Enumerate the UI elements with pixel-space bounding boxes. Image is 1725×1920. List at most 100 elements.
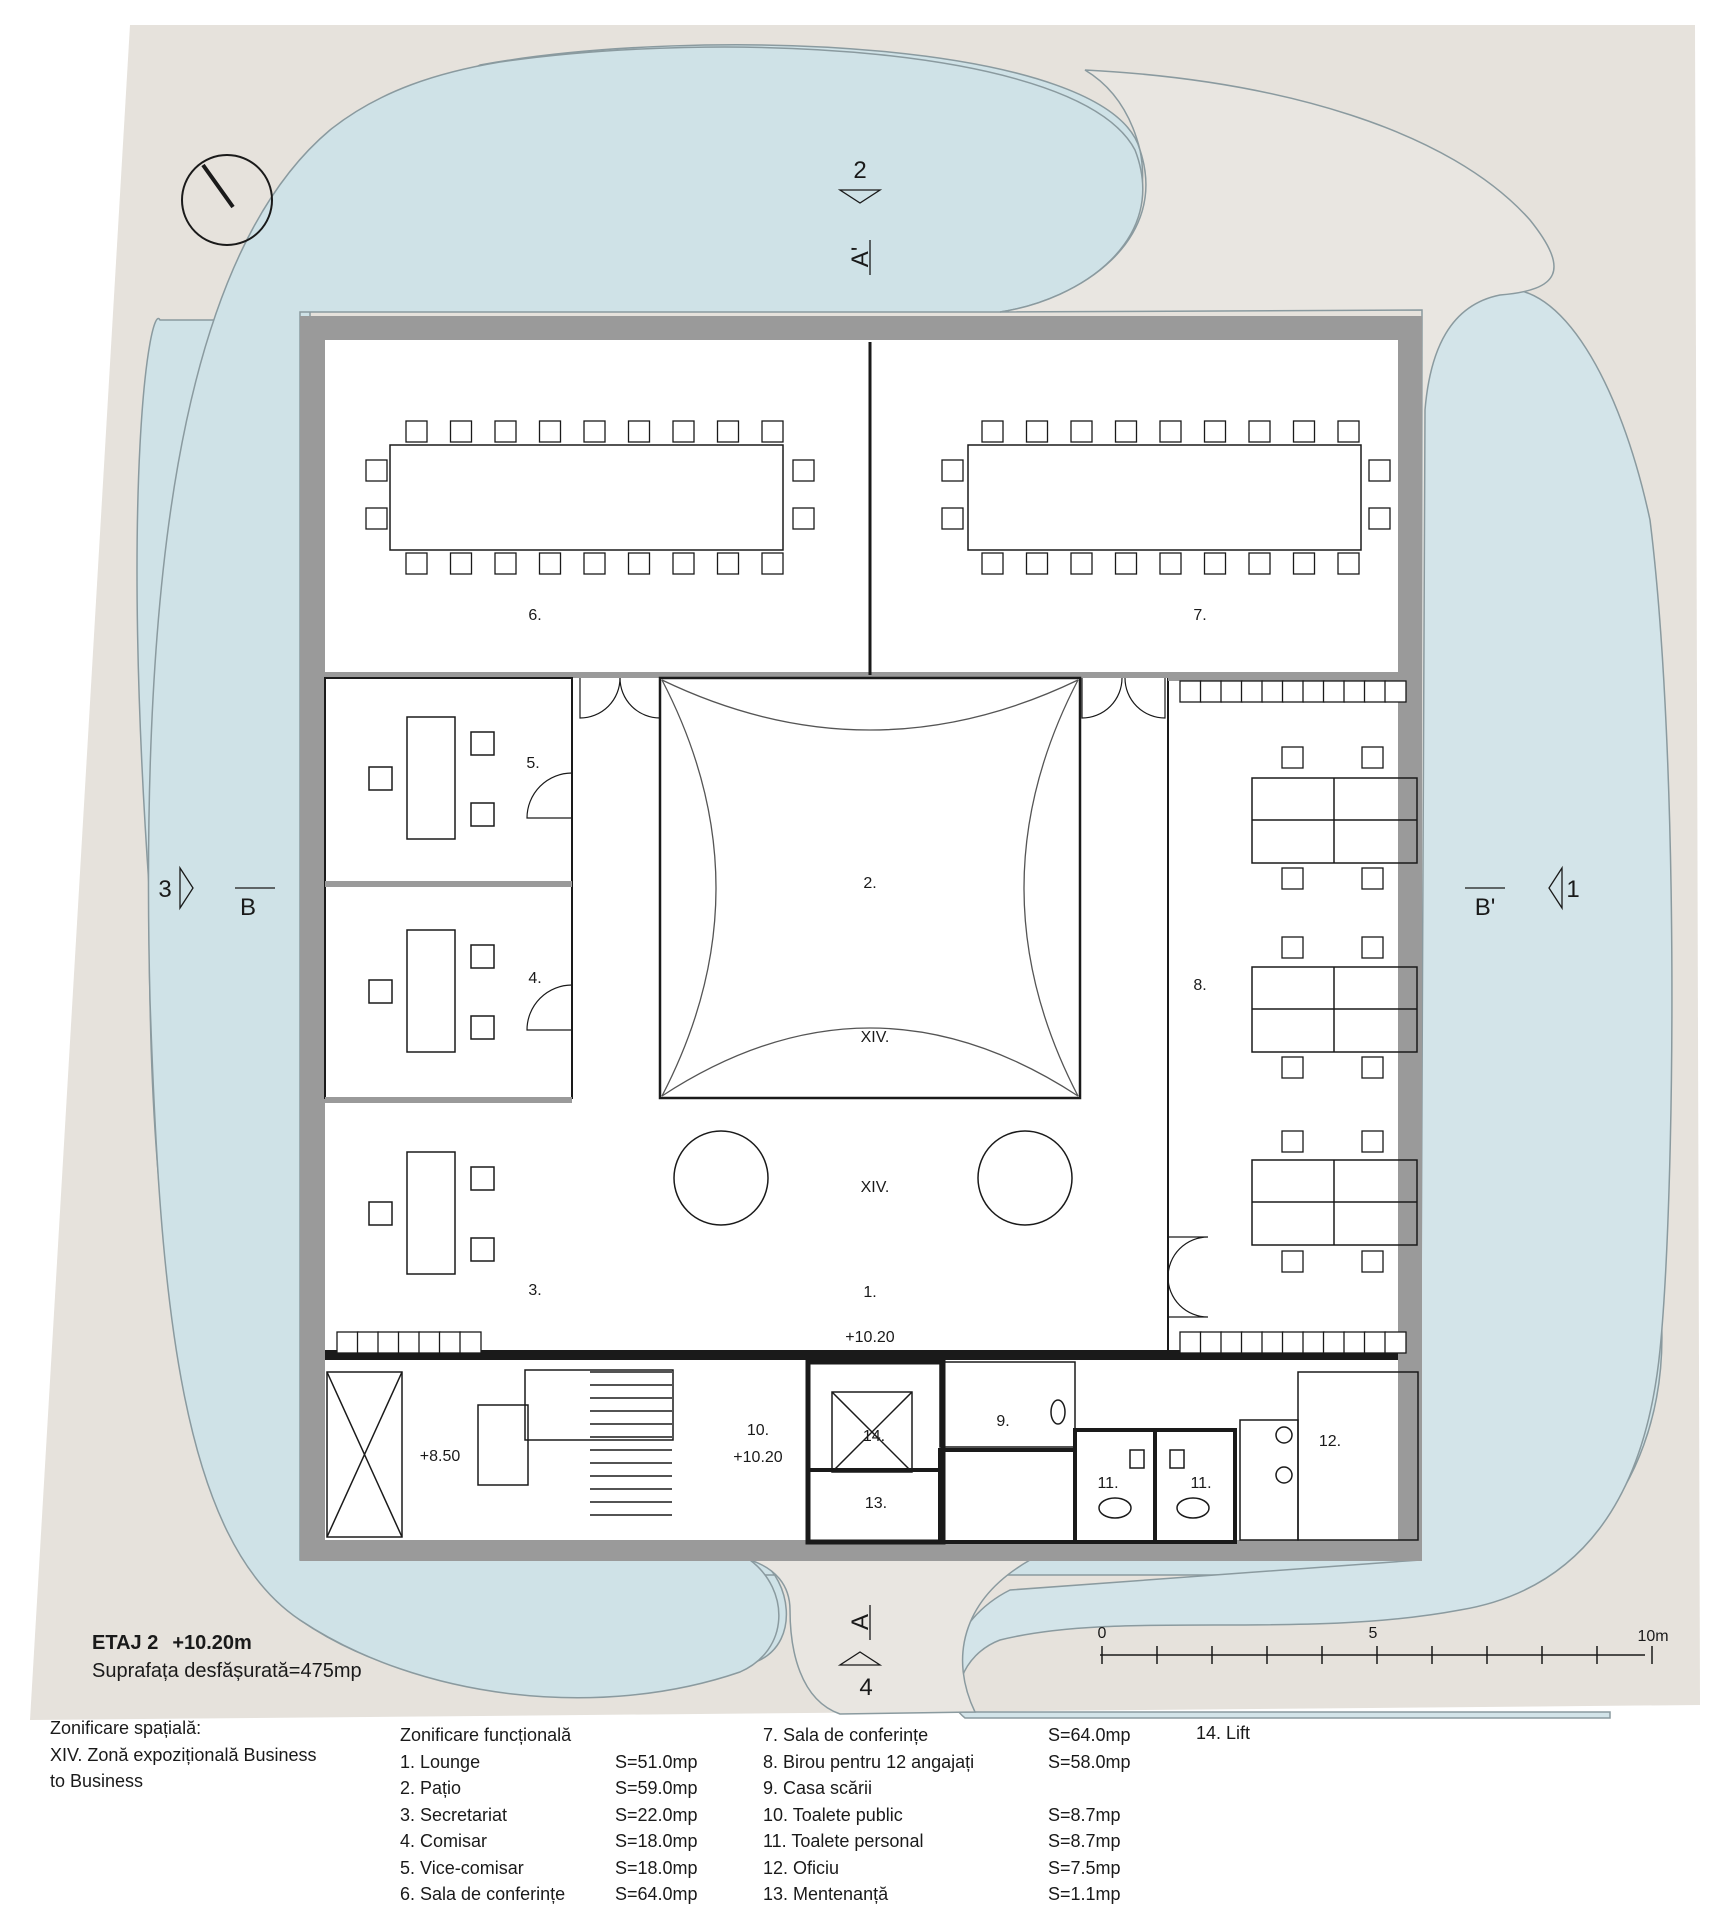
chair — [1361, 936, 1384, 959]
legend-functional-title: Zonificare funcțională — [400, 1725, 572, 1745]
chair — [1361, 1056, 1384, 1079]
legend-item-area: S=8.7mp — [1048, 1831, 1121, 1851]
legend-functional-col3: 14. Lift — [1196, 1720, 1316, 1747]
chair — [1159, 552, 1182, 575]
chairs-group — [336, 420, 1407, 1354]
chair — [1322, 680, 1346, 703]
label-room-11a: 11. — [1097, 1475, 1118, 1492]
chair — [716, 552, 740, 575]
section-markers — [179, 189, 1563, 1666]
chair — [1343, 680, 1366, 703]
legend-item-area: S=59.0mp — [615, 1778, 698, 1798]
label-zone-xiv-lounge: XIV. — [861, 1179, 890, 1196]
label-elevation-lounge: +10.20 — [845, 1329, 894, 1346]
legend-item-name: 12. Oficiu — [763, 1857, 840, 1878]
label-room-10: 10. — [747, 1422, 769, 1439]
chair — [365, 507, 388, 530]
room-labels: 6. 7. 5. 4. 3. 2. 8. XIV. XIV. 1. +10.20… — [420, 607, 1341, 1512]
chair — [1248, 420, 1271, 443]
chair — [792, 459, 815, 482]
chair — [1281, 867, 1304, 890]
label-room-4: 4. — [528, 970, 541, 987]
chair — [459, 1331, 482, 1354]
chair — [1025, 552, 1049, 575]
legend-item-area: S=64.0mp — [1048, 1725, 1131, 1745]
chair — [1025, 420, 1049, 443]
chair — [1368, 459, 1391, 482]
service-core — [326, 1359, 1419, 1545]
chair — [1292, 552, 1316, 575]
level-elevation: +10.20m — [172, 1632, 252, 1654]
legend-spatial: Zonificare spațială: XIV. Zonă expozițio… — [50, 1715, 317, 1795]
chair — [1361, 746, 1384, 769]
chair — [1337, 552, 1360, 575]
section-right-letter: B' — [1475, 894, 1496, 921]
chair — [1384, 680, 1407, 703]
level-title: ETAJ 2+10.20m — [92, 1632, 266, 1655]
chair — [1114, 420, 1138, 443]
chair — [405, 552, 428, 575]
label-elevation-stair: +8.50 — [420, 1448, 461, 1465]
chair — [418, 1331, 441, 1354]
section-top-number: 2 — [853, 157, 866, 184]
legend-item-area: S=1.1mp — [1048, 1884, 1121, 1904]
legend-spatial-title: Zonificare spațială: — [50, 1718, 202, 1738]
legend-item-name: 1. Lounge — [400, 1751, 481, 1772]
label-room-11b: 11. — [1190, 1475, 1211, 1492]
chair — [1384, 1331, 1407, 1354]
chair — [583, 420, 606, 443]
label-room-13: 13. — [865, 1495, 887, 1512]
label-room-7: 7. — [1193, 607, 1206, 624]
conference-table-7 — [967, 444, 1362, 551]
label-room-2: 2. — [863, 875, 876, 892]
section-bottom-letter: A — [847, 1614, 874, 1630]
legend-item-name: 10. Toalete public — [763, 1804, 903, 1825]
label-room-14: 14. — [863, 1428, 885, 1445]
chair — [716, 420, 740, 443]
legend-item: 14. Lift — [1196, 1720, 1316, 1747]
chair — [792, 507, 815, 530]
chair — [1114, 552, 1138, 575]
chair — [583, 552, 606, 575]
water-pool-main — [147, 46, 1144, 1699]
chair — [1220, 1331, 1243, 1354]
chair — [438, 1331, 462, 1354]
chair — [1368, 507, 1391, 530]
label-room-1: 1. — [863, 1284, 876, 1301]
chair — [377, 1331, 400, 1354]
chair — [941, 459, 964, 482]
scale-label-0: 0 — [1098, 1625, 1107, 1642]
chair — [1261, 1331, 1284, 1354]
interior-walls — [324, 342, 1398, 1360]
legend-item-name: 14. Lift — [1196, 1723, 1251, 1743]
section-bottom-number: 4 — [859, 1674, 872, 1701]
chair — [1322, 1331, 1346, 1354]
label-room-12: 12. — [1319, 1433, 1341, 1450]
chair — [1179, 680, 1202, 703]
legend-spatial-line1: XIV. Zonă expozițională Business — [50, 1744, 317, 1765]
chair — [1203, 552, 1227, 575]
chair — [1281, 1250, 1304, 1273]
chair — [449, 552, 473, 575]
conference-table-6 — [389, 444, 784, 551]
legend-item-name: 7. Sala de conferințe — [763, 1725, 929, 1745]
chair — [1343, 1331, 1366, 1354]
label-elevation-wc: +10.20 — [733, 1449, 782, 1466]
chair — [1361, 867, 1384, 890]
legend-item-area: S=18.0mp — [615, 1831, 698, 1851]
chair — [365, 459, 388, 482]
legend-item-name: 5. Vice-comisar — [400, 1857, 524, 1878]
chair — [1281, 1331, 1305, 1354]
legend-functional-col2: 7. Sala de conferințe S=64.0mp 8. Birou pe… — [763, 1722, 1131, 1908]
label-zone-xiv-patio: XIV. — [861, 1029, 890, 1046]
chair — [405, 420, 428, 443]
chair — [1302, 680, 1325, 703]
section-right-number: 1 — [1566, 876, 1579, 903]
chair — [1203, 420, 1227, 443]
